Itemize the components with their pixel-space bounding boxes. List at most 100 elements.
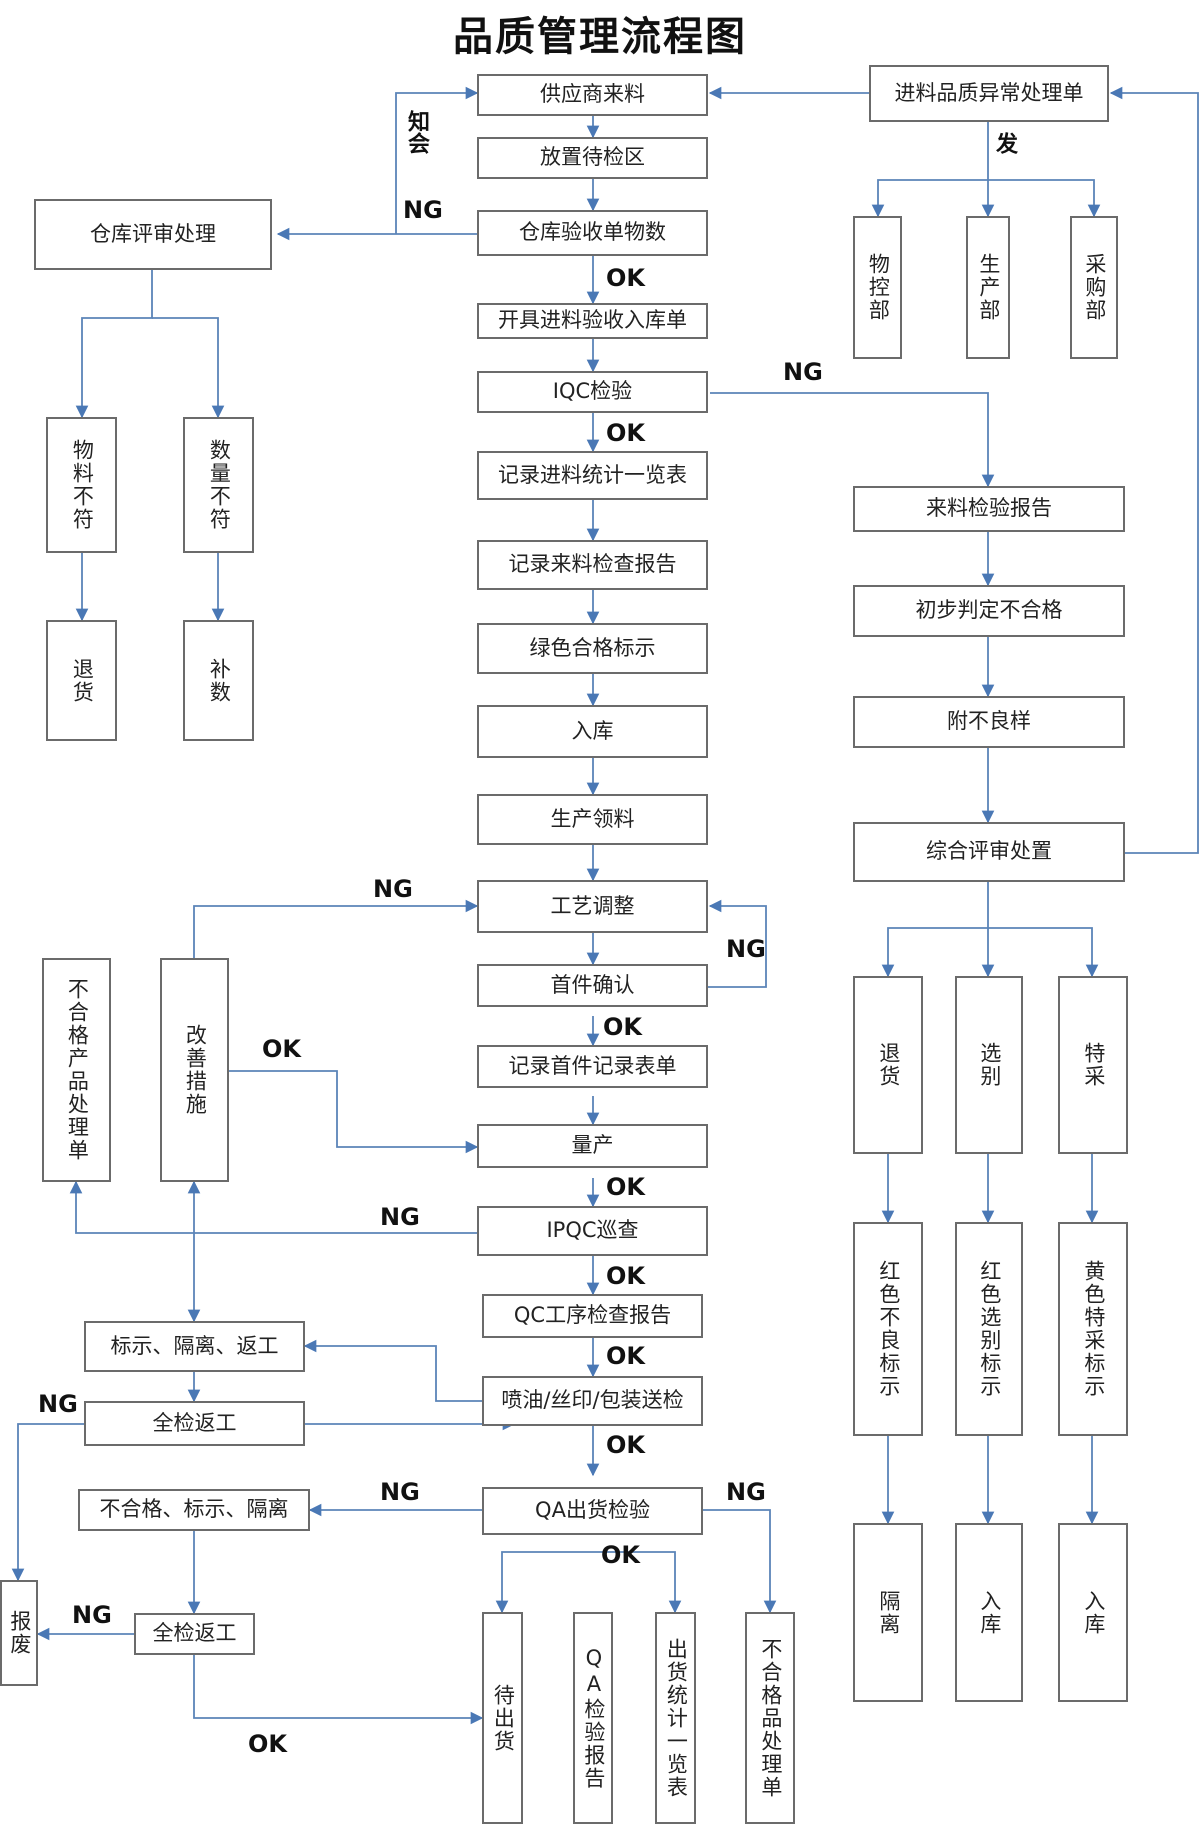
qc-report-label: QC工序检查报告 [513, 1303, 672, 1328]
iqc-box: IQC检验 [477, 371, 708, 413]
ok-label-iqc: OK [606, 419, 645, 447]
comprehensive-review-label: 综合评审处置 [926, 839, 1052, 864]
preliminary-fail-label: 初步判定不合格 [915, 598, 1063, 623]
ng-label-warehouse: NG [403, 196, 443, 224]
ng-label-adjust: NG [373, 875, 413, 903]
improvement-label: 改善措施 [183, 1024, 208, 1116]
disposition-special-box: 特采 [1058, 976, 1128, 1154]
receipt-note-label: 开具进料验收入库单 [498, 308, 687, 333]
disposition-return-label: 退货 [876, 1042, 901, 1088]
ng-label-ipqc: NG [380, 1203, 420, 1231]
disposition-sorting-box: 选别 [955, 976, 1023, 1154]
store-1-label: 入库 [977, 1589, 1002, 1636]
first-article-box: 首件确认 [477, 964, 708, 1007]
issue-label: 发 [992, 132, 1017, 154]
quantity-mismatch-box: 数量不符 [183, 417, 254, 553]
page-title: 品质管理流程图 [453, 14, 747, 60]
disposition-special-label: 特采 [1081, 1042, 1106, 1088]
notify-label: 知会 [404, 110, 429, 154]
ipqc-label: IPQC巡查 [546, 1218, 639, 1243]
nonconforming-handling-box: 不合格品处理单 [745, 1612, 795, 1824]
green-label-box: 绿色合格标示 [477, 623, 708, 674]
material-mismatch-box: 物料不符 [46, 417, 117, 553]
abnormal-form-label: 进料品质异常处理单 [894, 80, 1084, 105]
store-2-label: 入库 [1081, 1589, 1106, 1636]
shipment-stats-box: 出货统计一览表 [655, 1612, 696, 1824]
green-label-label: 绿色合格标示 [529, 635, 656, 660]
mass-production-label: 量产 [571, 1133, 614, 1158]
qa-outgoing-label: QA出货检验 [535, 1498, 650, 1523]
scrap-box: 报废 [0, 1580, 38, 1686]
red-defect-label-text: 红色不良标示 [876, 1260, 901, 1398]
red-sorting-label-text: 红色选别标示 [977, 1260, 1002, 1398]
record-stats-box: 记录进料统计一览表 [477, 451, 708, 500]
record-report-label: 记录来料检查报告 [508, 552, 677, 577]
store-box: 入库 [477, 705, 708, 758]
incoming-report-box: 来料检验报告 [853, 486, 1125, 532]
ok-label-improvement: OK [262, 1035, 301, 1063]
ok-label-mass: OK [606, 1173, 645, 1201]
nonconforming-form-label: 不合格产品处理单 [65, 978, 90, 1162]
supplier-material-label: 供应商来料 [540, 82, 645, 107]
full-rework-2-box: 全检返工 [134, 1613, 255, 1655]
receipt-note-box: 开具进料验收入库单 [477, 303, 708, 339]
iqc-label: IQC检验 [552, 379, 633, 404]
mark-isolate-rework-label: 标示、隔离、返工 [110, 1333, 279, 1358]
qa-outgoing-box: QA出货检验 [482, 1487, 703, 1535]
disposition-return-box: 退货 [853, 976, 923, 1154]
qc-report-box: QC工序检查报告 [482, 1294, 703, 1338]
spray-print-pack-box: 喷油/丝印/包装送检 [482, 1376, 703, 1426]
to-inspection-area-box: 放置待检区 [477, 137, 708, 179]
return-goods-box: 退货 [46, 620, 117, 741]
warehouse-review-box: 仓库评审处理 [34, 199, 272, 270]
material-control-label: 物控部 [866, 253, 891, 322]
warehouse-receive-box: 仓库验收单物数 [477, 210, 708, 256]
store-1-box: 入库 [955, 1523, 1023, 1702]
ok-label-receipt: OK [606, 264, 645, 292]
comprehensive-review-box: 综合评审处置 [853, 822, 1125, 882]
fail-mark-isolate-box: 不合格、标示、隔离 [78, 1489, 310, 1531]
production-dept-box: 生产部 [966, 216, 1010, 359]
preliminary-fail-box: 初步判定不合格 [853, 585, 1125, 637]
red-sorting-label-box: 红色选别标示 [955, 1222, 1023, 1436]
production-dept-label: 生产部 [976, 253, 1001, 322]
shipment-stats-label: 出货统计一览表 [664, 1637, 689, 1799]
record-stats-label: 记录进料统计一览表 [498, 462, 687, 487]
ng-label-qa-left: NG [380, 1478, 420, 1506]
qa-report-label: QA检验报告 [581, 1646, 606, 1790]
isolate-label: 隔离 [876, 1589, 901, 1636]
process-adjust-box: 工艺调整 [477, 880, 708, 933]
yellow-special-label-text: 黄色特采标示 [1081, 1260, 1106, 1398]
supplier-material-box: 供应商来料 [477, 74, 708, 116]
ng-label-full-rework-1: NG [38, 1390, 78, 1418]
isolate-box: 隔离 [853, 1523, 923, 1702]
production-pick-label: 生产领料 [550, 806, 635, 831]
disposition-sorting-label: 选别 [977, 1042, 1002, 1088]
pending-shipment-label: 待出货 [491, 1683, 516, 1753]
to-inspection-area-label: 放置待检区 [540, 145, 645, 170]
return-goods-label: 退货 [70, 657, 95, 704]
ok-label-spray: OK [606, 1431, 645, 1459]
quantity-mismatch-label: 数量不符 [207, 439, 232, 531]
replenish-box: 补数 [183, 620, 254, 741]
record-report-box: 记录来料检查报告 [477, 540, 708, 590]
pending-shipment-box: 待出货 [482, 1612, 523, 1824]
attach-sample-box: 附不良样 [853, 696, 1125, 748]
warehouse-review-label: 仓库评审处理 [90, 221, 216, 246]
yellow-special-label-box: 黄色特采标示 [1058, 1222, 1128, 1436]
warehouse-receive-label: 仓库验收单物数 [519, 220, 666, 245]
spray-print-pack-label: 喷油/丝印/包装送检 [501, 1388, 684, 1413]
qa-report-box: QA检验报告 [573, 1612, 613, 1824]
nonconforming-form-box: 不合格产品处理单 [42, 958, 111, 1182]
abnormal-form-box: 进料品质异常处理单 [869, 65, 1109, 122]
ok-label-ipqc: OK [606, 1262, 645, 1290]
ng-label-qa-right: NG [726, 1478, 766, 1506]
first-article-record-box: 记录首件记录表单 [477, 1045, 708, 1088]
scrap-label: 报废 [7, 1610, 32, 1656]
incoming-report-label: 来料检验报告 [926, 496, 1052, 521]
nonconforming-handling-label: 不合格品处理单 [758, 1637, 783, 1799]
store-label: 入库 [571, 718, 614, 743]
ng-label-first-article: NG [726, 935, 766, 963]
ng-label-full-rework-2: NG [72, 1601, 112, 1629]
first-article-label: 首件确认 [550, 972, 635, 997]
